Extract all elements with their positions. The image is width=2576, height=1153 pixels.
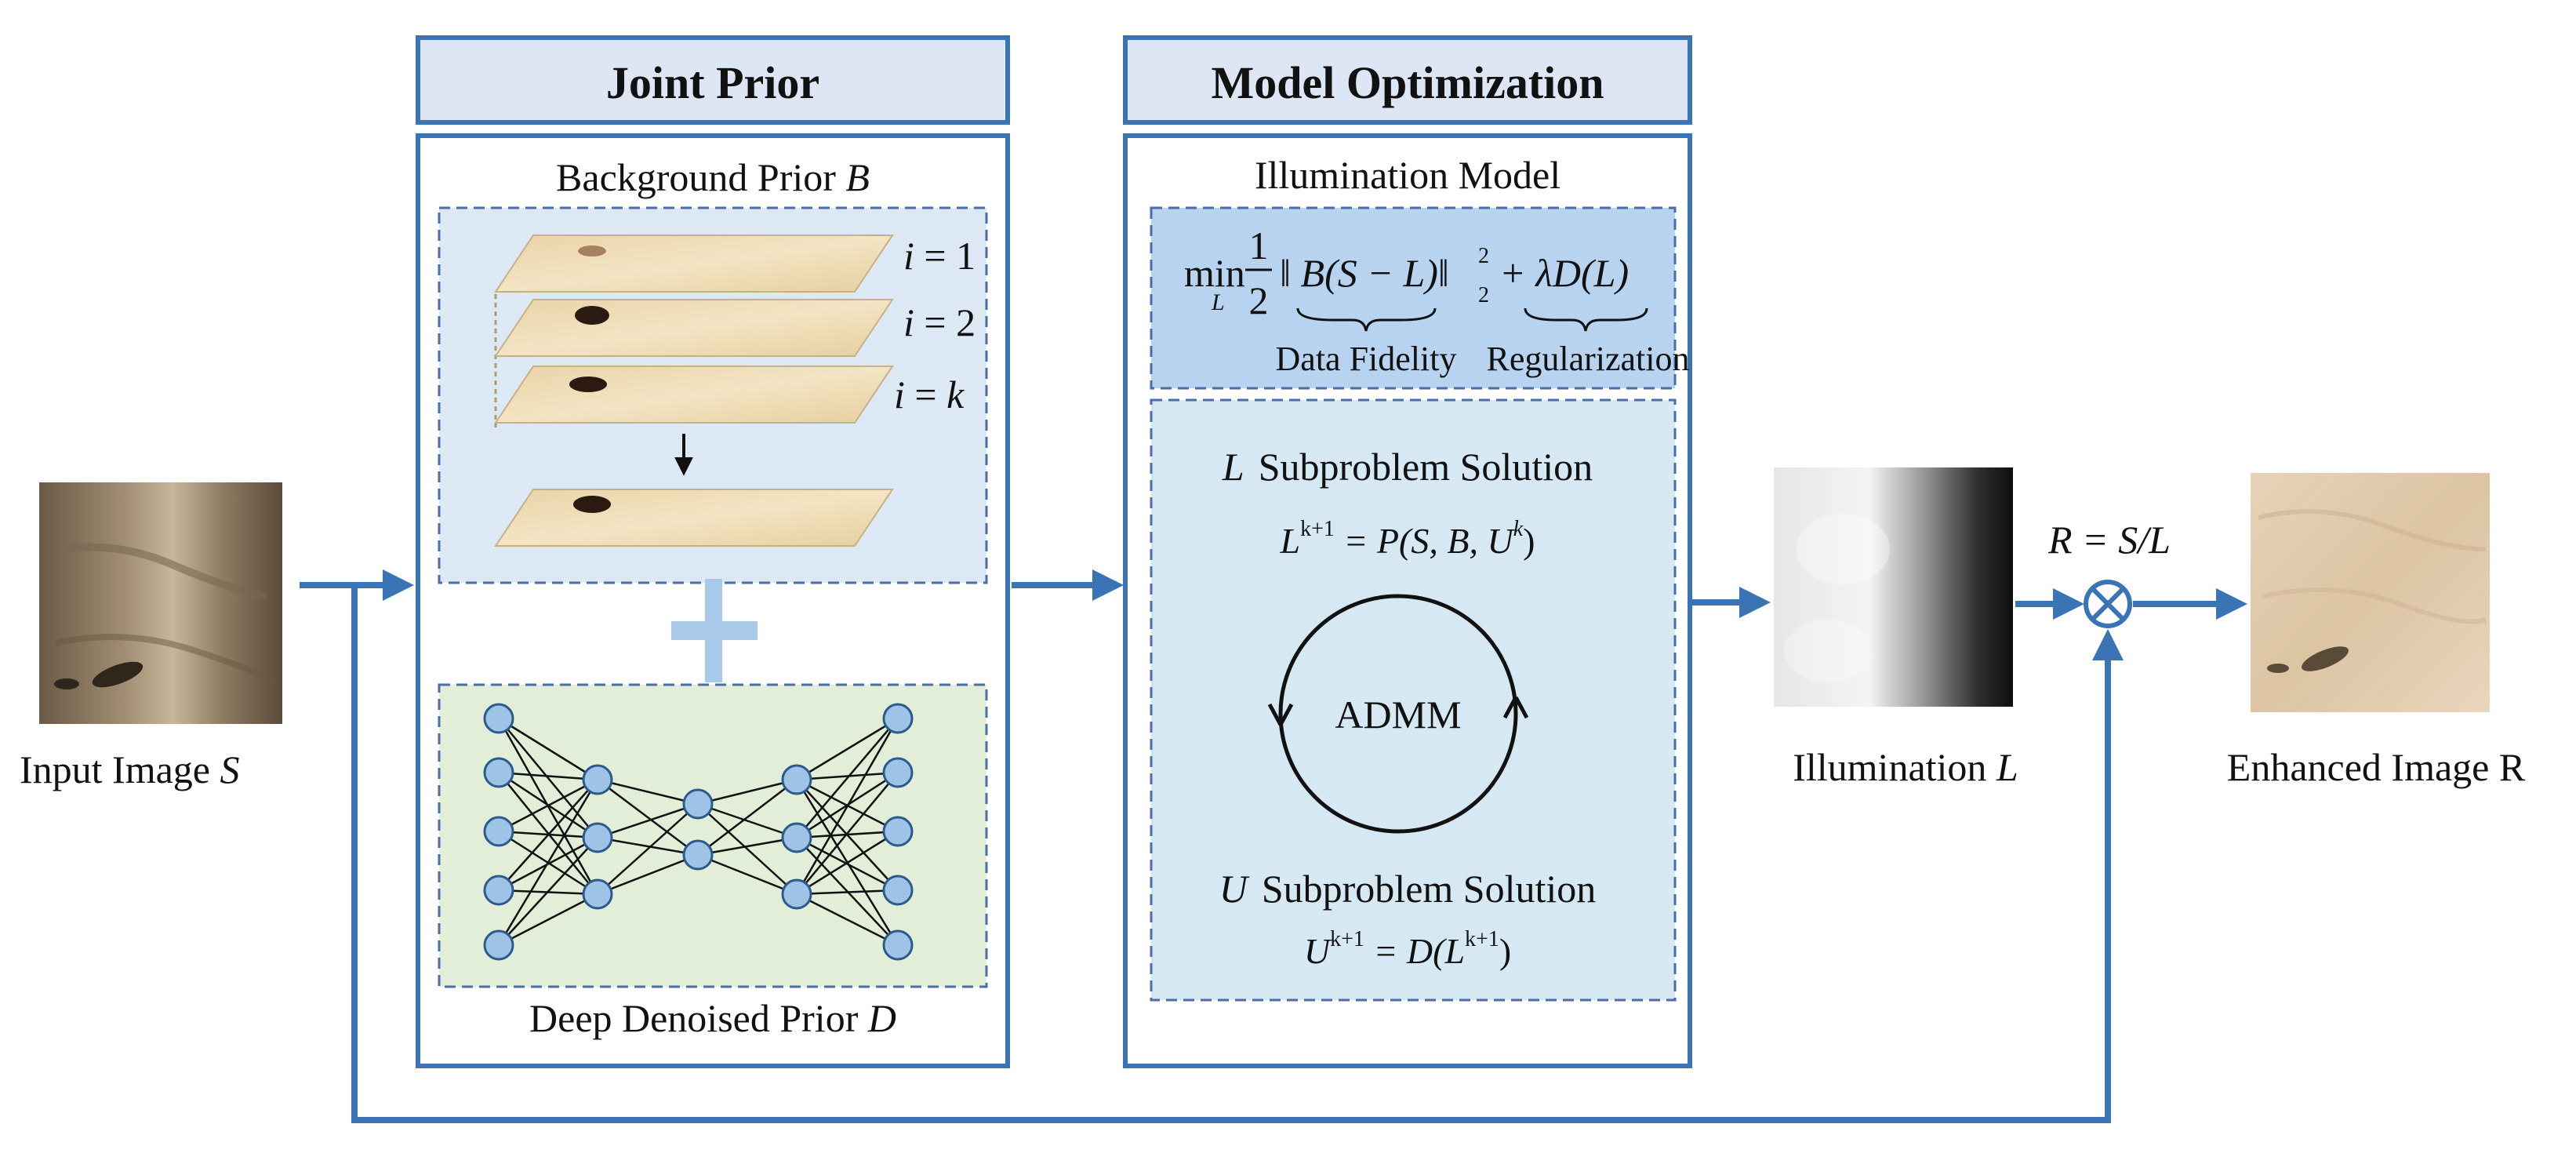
data-fidelity-label: Data Fidelity	[1276, 340, 1457, 378]
illumination-label: Illumination L	[1793, 745, 2018, 789]
network-edge	[498, 772, 598, 895]
network-node	[882, 703, 914, 734]
network-edge	[597, 802, 699, 839]
flow-arrows	[300, 569, 2247, 1123]
enhanced-label: Enhanced Image R	[2227, 745, 2526, 789]
network-node	[882, 757, 914, 788]
network-edge	[697, 802, 798, 839]
network-edge	[796, 889, 899, 896]
layer-label-i1: i = 1	[903, 234, 976, 278]
solution-box	[1150, 398, 1677, 1002]
network-edge	[697, 803, 798, 895]
network-edge	[597, 803, 699, 895]
arrow-input-skip-to-fusion	[351, 585, 2124, 1123]
network-edge	[498, 717, 598, 781]
network-node	[582, 878, 613, 910]
illumination-model-title: Illumination Model	[1255, 153, 1560, 197]
network-edge	[697, 836, 798, 857]
illumination-model-box	[1150, 206, 1677, 390]
network-edge	[597, 779, 699, 856]
network-edge	[497, 779, 599, 946]
network-edge	[796, 718, 899, 838]
network-edge	[498, 778, 598, 833]
model-optimization-header	[1123, 35, 1692, 125]
network-edge	[697, 853, 798, 896]
network-edge	[697, 778, 798, 806]
model-optimization-title: Model Optimization	[1211, 57, 1604, 108]
u-update-equation: Uk+1 = D(Lk+1)	[1304, 927, 1511, 971]
input-image	[39, 482, 282, 724]
admm-label: ADMM	[1335, 693, 1461, 737]
l-update-equation: Lk+1 = P(S, B, Uk)	[1280, 517, 1535, 561]
svg-text:‖ B(S − L)‖: ‖ B(S − L)‖	[1280, 251, 1449, 295]
network-node	[582, 764, 613, 795]
background-prior-title: Background Prior B	[556, 155, 870, 199]
layer-label-ik: i = k	[894, 373, 965, 416]
network-node	[483, 875, 514, 906]
network-edge	[795, 718, 899, 895]
svg-text:1: 1	[1249, 224, 1269, 267]
element-wise-multiply-icon	[2084, 580, 2132, 628]
network-node	[882, 929, 914, 961]
regularization-label: Regularization	[1486, 340, 1689, 378]
network-edge	[796, 717, 899, 781]
joint-prior-header	[416, 35, 1010, 125]
network-edge	[597, 778, 699, 806]
layer-label-i2: i = 2	[903, 300, 976, 344]
svg-text:2: 2	[1249, 278, 1269, 322]
enhanced-image	[2251, 473, 2490, 712]
network-edge	[796, 772, 899, 895]
svg-text:2: 2	[1478, 283, 1489, 307]
network-edge	[796, 771, 899, 781]
layer-i2	[494, 299, 894, 357]
network-node	[682, 839, 714, 871]
network-node	[483, 816, 514, 847]
network-edges	[497, 717, 899, 947]
layer-ik	[494, 366, 894, 424]
svg-text:+ λD(L): + λD(L)	[1499, 251, 1629, 295]
objective-equation: min L 1 2 ‖ B(S − L)‖ 2 2 + λD(L) Data F…	[1184, 224, 1690, 378]
network-edge	[597, 836, 699, 857]
fusion-formula: R = S/L	[2047, 518, 2171, 562]
illumination-image	[1774, 467, 2013, 707]
network-node	[582, 822, 613, 853]
network-edge	[498, 837, 598, 946]
svg-text:min: min	[1184, 251, 1245, 295]
input-label: Input Image S	[20, 747, 239, 791]
network-edge	[796, 830, 899, 896]
background-layers	[494, 235, 894, 547]
network-node	[682, 788, 714, 820]
network-edge	[498, 893, 598, 947]
network-edge	[498, 779, 598, 891]
network-edge	[597, 853, 699, 896]
layer-i1	[494, 235, 894, 293]
network-edge	[796, 836, 899, 892]
admm-cycle	[1267, 594, 1529, 834]
network-edge	[796, 893, 899, 947]
svg-text:2: 2	[1478, 244, 1489, 268]
network-node	[781, 878, 812, 910]
network-node	[483, 929, 514, 961]
network-node	[781, 822, 812, 853]
network-edge	[498, 771, 598, 781]
network-node	[483, 757, 514, 788]
joint-prior-title: Joint Prior	[606, 57, 819, 108]
svg-text:L: L	[1211, 289, 1225, 315]
network-node	[483, 703, 514, 734]
network-nodes	[483, 703, 914, 961]
network-node	[882, 816, 914, 847]
network-node	[781, 764, 812, 795]
deep-prior-title: Deep Denoised Prior D	[529, 996, 896, 1040]
layer-aggregated	[494, 489, 894, 547]
plus-icon	[671, 579, 758, 682]
network-edge	[697, 779, 798, 856]
network-edge	[498, 718, 598, 838]
network-node	[882, 875, 914, 906]
